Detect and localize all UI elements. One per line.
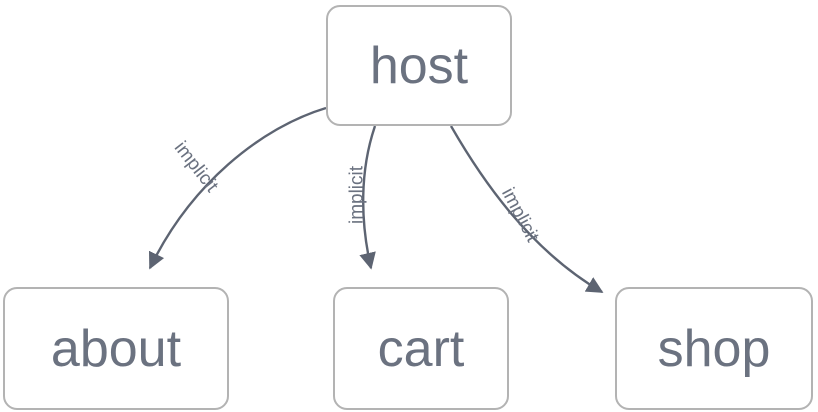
- node-about[interactable]: about: [3, 287, 229, 410]
- node-host-label: host: [369, 36, 469, 95]
- edge-host-shop[interactable]: [449, 125, 604, 294]
- node-host[interactable]: host: [326, 5, 512, 126]
- edge-path-host-about: [148, 106, 327, 270]
- edge-label-host-cart: implicit: [346, 165, 368, 225]
- node-about-label: about: [50, 319, 182, 378]
- edge-path-host-cart: [359, 125, 377, 270]
- node-cart-label: cart: [377, 319, 465, 378]
- edge-host-about[interactable]: [148, 106, 327, 270]
- node-shop[interactable]: shop: [615, 287, 813, 410]
- edge-host-cart[interactable]: [359, 125, 377, 270]
- node-cart[interactable]: cart: [333, 287, 509, 410]
- node-shop-label: shop: [657, 319, 771, 378]
- edge-path-host-shop: [449, 125, 604, 294]
